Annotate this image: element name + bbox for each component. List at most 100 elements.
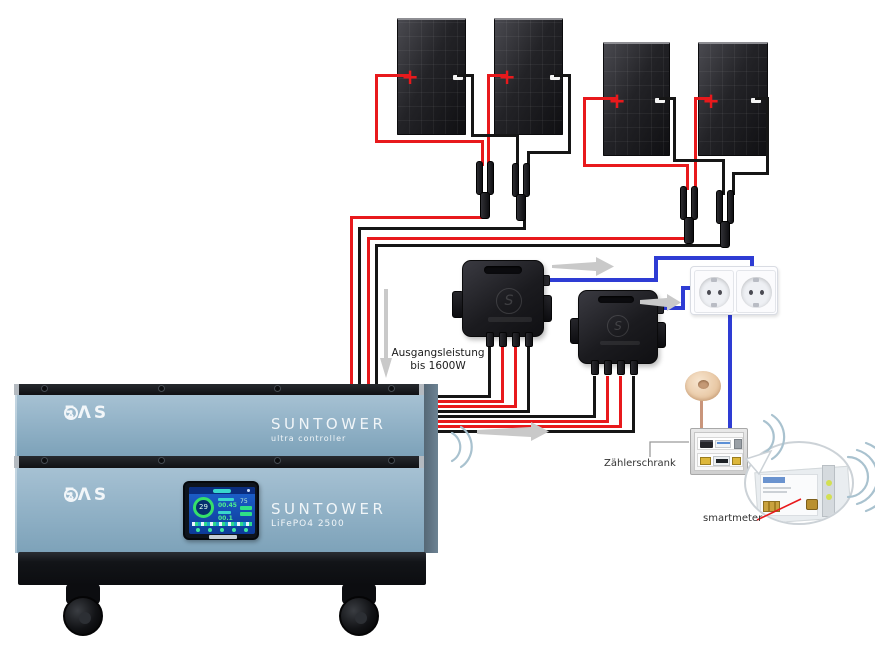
screen-tile-row-icon (192, 522, 252, 526)
header-dot-icon (247, 489, 250, 492)
screen-badge-icon (240, 506, 252, 510)
dc-pigtail-icon (604, 360, 612, 375)
screen-badge-icon (240, 512, 252, 516)
screen-brand-mark (209, 535, 237, 539)
caster-wheel-icon (339, 596, 379, 636)
screw-icon (158, 385, 165, 392)
panel-plus-terminal: + (702, 89, 720, 113)
meter-label-strip-icon (763, 477, 785, 483)
lamp-icon (685, 371, 721, 401)
lamp-hole-icon (698, 380, 709, 389)
connector-pill-icon (716, 190, 723, 224)
product-name: SUNTOWER (271, 500, 387, 518)
cabinet-inner (694, 432, 744, 471)
din-module-icon (734, 439, 742, 449)
connector-pill-icon (487, 161, 494, 195)
screw-icon (388, 385, 395, 392)
battery-touchscreen: 29 00.45 00.1 75 (183, 481, 259, 540)
socket-hole-icon (707, 290, 711, 295)
meter-module-icon (713, 456, 730, 466)
socket-hole-icon (749, 290, 753, 295)
module-side-panel (424, 456, 438, 553)
din-module-icon (715, 440, 731, 448)
din-row-bottom (697, 453, 743, 467)
wheel-hub-icon (79, 612, 91, 624)
screen-value-b: 00.1 (218, 515, 233, 522)
outlet-right (736, 270, 776, 313)
product-name: SUNTOWER (271, 415, 387, 433)
meter-cabinet (690, 428, 748, 475)
brand-logo-symbol-icon: ⅄ (64, 406, 78, 420)
screw-icon (158, 457, 165, 464)
screen-icon-dot (196, 528, 200, 532)
screen-icon-dot (220, 528, 224, 532)
meter-rail (822, 465, 835, 517)
screen-display: 29 00.45 00.1 75 (189, 487, 255, 534)
screen-value-c: 75 (240, 498, 248, 505)
connector-pill-icon (523, 163, 530, 197)
caster-wheel-icon (63, 596, 103, 636)
screen-header (189, 487, 255, 494)
header-pill-icon (213, 489, 231, 493)
soc-ring: 29 (193, 497, 214, 518)
panel-plus-terminal: + (401, 65, 419, 89)
socket-hole-icon (760, 290, 764, 295)
module-stripe-icon (717, 442, 730, 444)
panel-junction-dash-icon (655, 98, 665, 103)
connector-pill-icon (476, 161, 483, 195)
screw-icon (388, 457, 395, 464)
ground-clip-icon (711, 278, 717, 282)
module1-body (15, 395, 424, 456)
module2-product: SUNTOWER LiFePO4 2500 (271, 500, 386, 529)
inverter-logo-icon: S (496, 288, 522, 314)
handle-slot-icon (484, 266, 522, 274)
ground-clip-icon (753, 278, 759, 282)
smartmeter-label: smartmeter (703, 513, 763, 524)
wheel-hub-icon (355, 612, 367, 624)
battery-base (18, 552, 426, 585)
ground-clip-icon (711, 303, 717, 307)
meter-cabinet-label: Zählerschrank (604, 458, 676, 469)
terminal-block-icon (732, 457, 741, 465)
output-power-line2: bis 1600W (410, 360, 466, 372)
socket-recess-icon (741, 277, 772, 308)
panel-junction-dash-icon (751, 98, 761, 103)
connector-pill-icon (680, 186, 687, 220)
screen-icon-dot (208, 528, 212, 532)
dc-pigtail-icon (591, 360, 599, 375)
inverter-brandmark (600, 341, 640, 345)
screw-icon (274, 385, 281, 392)
panel-plus-terminal: + (608, 89, 626, 113)
din-row-top (697, 437, 743, 450)
panel-junction-dash-icon (550, 75, 560, 80)
socket-recess-icon (699, 277, 730, 308)
module1-top-bar (14, 384, 424, 395)
screw-icon (274, 457, 281, 464)
panel-plus-terminal: + (498, 65, 516, 89)
value-label-icon (218, 511, 231, 514)
terminal-block-icon (700, 457, 711, 465)
microinverter-1: S (450, 250, 560, 350)
dc-pigtail-icon (617, 360, 625, 375)
meter-terminal-gold-icon (763, 501, 780, 512)
socket-hole-icon (718, 290, 722, 295)
product-subtitle: LiFePO4 2500 (271, 519, 345, 529)
meter-lcd-icon (716, 459, 728, 463)
breaker-block-icon (700, 440, 713, 448)
outlet-left (694, 270, 734, 313)
handle-slot-icon (598, 296, 634, 303)
dc-pigtail-icon (630, 360, 638, 375)
screen-icon-dot (244, 528, 248, 532)
screw-icon (41, 385, 48, 392)
meter-led-icon (826, 494, 832, 500)
bar-endcap-icon (14, 384, 19, 395)
output-power-line1: Ausgangsleistung (391, 347, 485, 359)
bar-endcap-icon (14, 456, 19, 468)
value-label-icon (218, 498, 234, 501)
wall-outlet-double (690, 266, 778, 315)
product-subtitle: ultra controller (271, 434, 347, 443)
solar-panel: + (397, 18, 466, 135)
screen-value-a: 00.45 (218, 502, 237, 509)
